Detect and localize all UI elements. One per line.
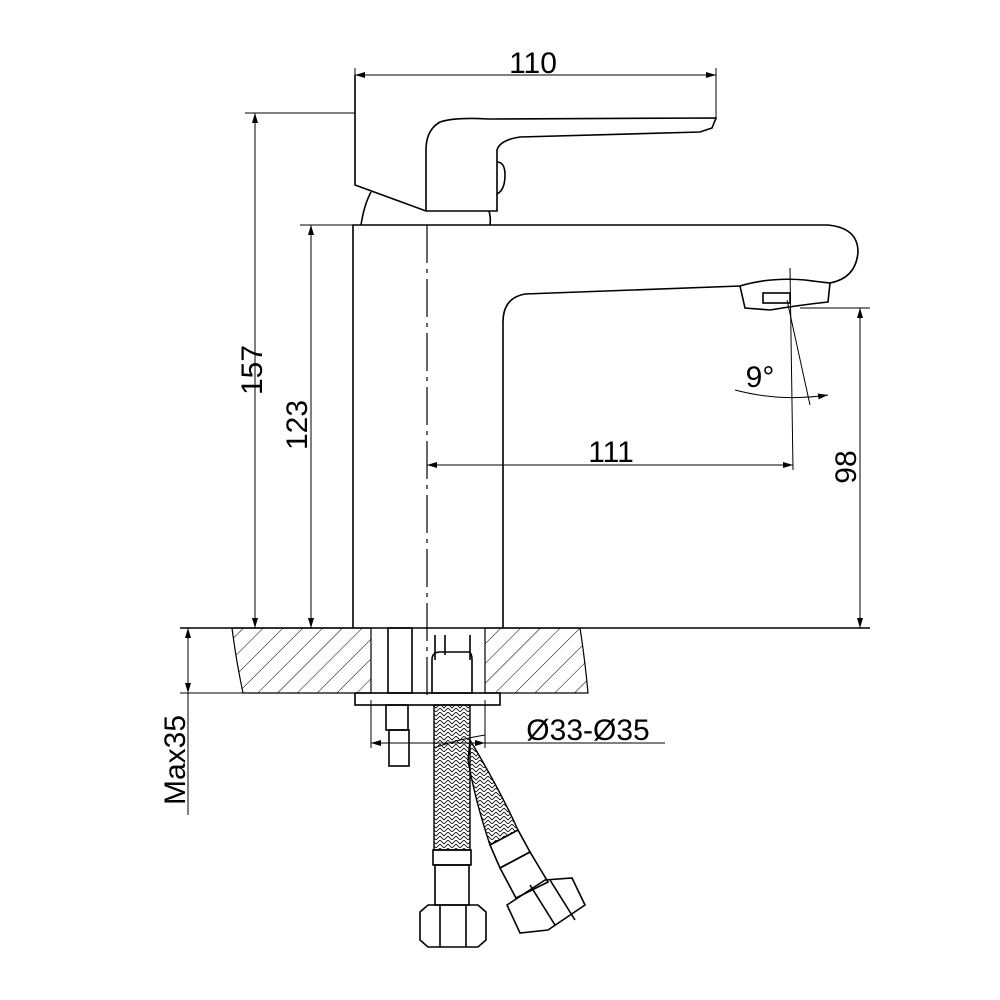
faucet-body bbox=[352, 224, 859, 628]
aerator bbox=[739, 278, 831, 311]
dimension-max35: Max35 bbox=[159, 628, 192, 815]
dimension-98: 98 bbox=[800, 307, 870, 628]
countertop bbox=[180, 627, 870, 694]
outlet-angle-label: 9° bbox=[746, 361, 775, 394]
hole-diameter-label: Ø33-Ø35 bbox=[526, 714, 649, 747]
mounting-hardware bbox=[354, 627, 501, 767]
total-height-label: 157 bbox=[236, 345, 269, 395]
max-thickness-label: Max35 bbox=[159, 715, 192, 805]
outlet-height-label: 98 bbox=[830, 450, 863, 483]
spout-height-label: 123 bbox=[281, 400, 314, 450]
dimension-123: 123 bbox=[281, 224, 353, 628]
dimension-angle: 9° bbox=[734, 267, 829, 471]
dimension-hole: Ø33-Ø35 bbox=[370, 700, 665, 748]
spout-reach-label: 111 bbox=[588, 436, 634, 469]
handle bbox=[354, 75, 718, 226]
dimension-110: 110 bbox=[354, 47, 717, 120]
dimension-111: 111 bbox=[427, 436, 793, 469]
handle-length-label: 110 bbox=[509, 47, 557, 80]
supply-hoses bbox=[419, 704, 587, 948]
dimension-157: 157 bbox=[236, 112, 355, 628]
